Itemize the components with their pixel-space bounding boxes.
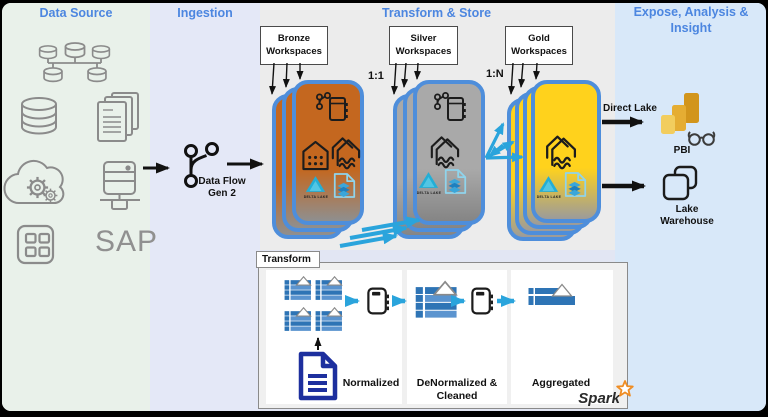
header-data-source: Data Source — [39, 6, 113, 20]
spark-logo: Spark — [578, 390, 620, 407]
delta-lake-label-gold: DELTA LAKE — [536, 195, 562, 199]
ingestion-column-bg — [150, 3, 260, 411]
sap-label: SAP — [95, 225, 159, 258]
expose-column-bg — [615, 3, 766, 411]
stage-normalized-label: Normalized — [342, 377, 400, 389]
delta-lake-label-bronze: DELTA LAKE — [303, 195, 329, 199]
data-source-column-bg — [2, 3, 150, 411]
delta-lake-label-silver: DELTA LAKE — [416, 191, 442, 195]
stage-denormalized-label: DeNormalized & Cleaned — [416, 377, 498, 402]
gold-card-front — [531, 80, 601, 223]
header-ingestion: Ingestion — [177, 6, 233, 20]
pbi-label: PBI — [673, 145, 691, 156]
ratio-one-to-one: 1:1 — [368, 70, 384, 82]
header-transform-store: Transform & Store — [381, 6, 492, 20]
bronze-workspaces-box: Bronze Workspaces — [260, 26, 328, 65]
bronze-card-front — [292, 80, 364, 225]
header-expose: Expose, Analysis & Insight — [633, 5, 749, 35]
silver-card-front — [413, 80, 485, 225]
direct-lake-label: Direct Lake — [603, 103, 657, 114]
lake-warehouse-label: Lake Warehouse — [660, 204, 714, 227]
dataflow-label: Data Flow Gen 2 — [198, 176, 246, 199]
stage-aggregated-label: Aggregated — [531, 377, 591, 389]
gold-workspaces-box: Gold Workspaces — [505, 26, 573, 65]
silver-workspaces-box: Silver Workspaces — [389, 26, 458, 65]
ratio-one-to-n: 1:N — [486, 68, 504, 80]
transform-title-tab: Transform — [256, 251, 320, 268]
